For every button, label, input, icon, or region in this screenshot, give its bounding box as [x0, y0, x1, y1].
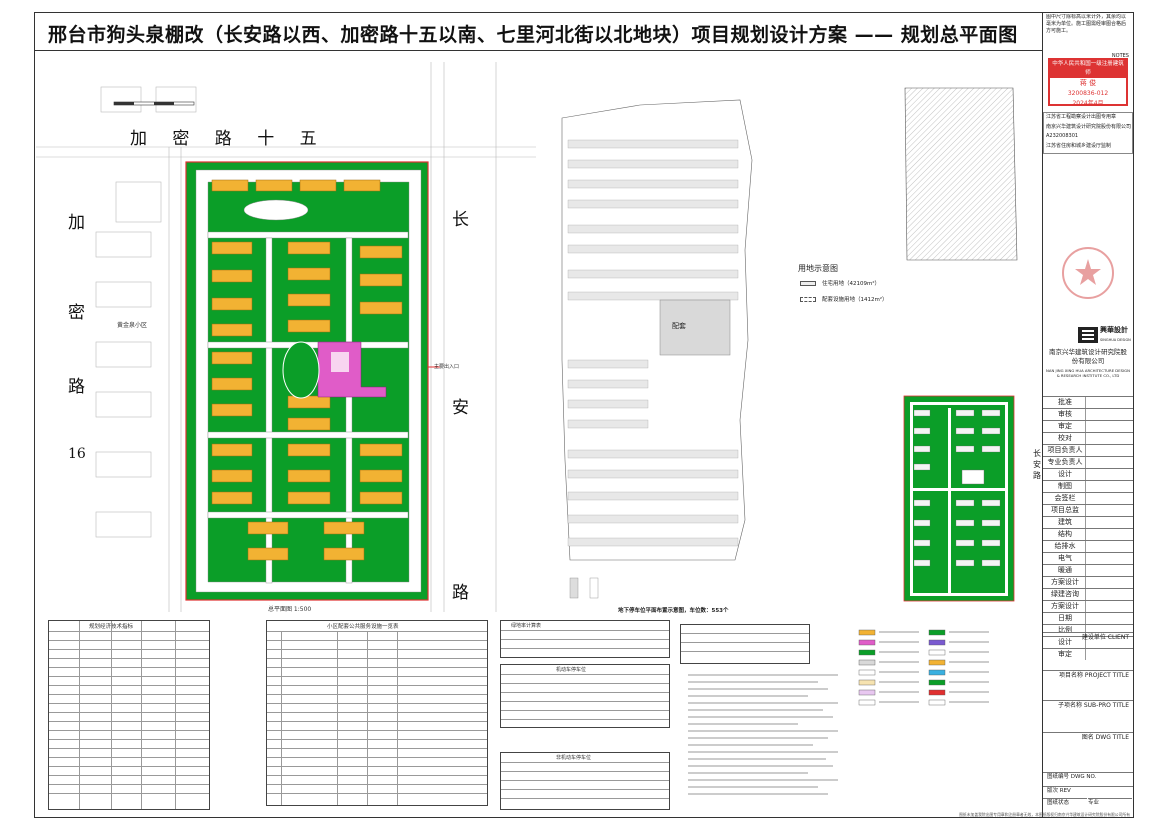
mini-road-label: 长安路	[1033, 449, 1041, 480]
road-label-west-3: 路	[68, 377, 85, 397]
stamp-heading: 中华人民共和国一级注册建筑师	[1050, 60, 1126, 78]
tb-row-scheme: 方案设计	[1043, 576, 1133, 588]
road-label-east-1: 长	[452, 210, 469, 230]
tb-row-green: 绿建咨询	[1043, 588, 1133, 600]
bike-parking-table: 非机动车停车位	[500, 752, 670, 810]
basement-legend-a	[569, 577, 579, 599]
tb-row-countersign: 会签栏	[1043, 492, 1133, 504]
tb-row-draw: 制图	[1043, 480, 1133, 492]
entrance-label: 主要出入口	[434, 364, 460, 370]
neighbor-label: 黄金泉小区	[117, 322, 148, 329]
scale-bar	[113, 101, 195, 106]
master-plan	[36, 62, 536, 612]
internal-roads	[195, 169, 422, 593]
subproject-label: 子项名称 SUB-PRO TITLE	[1043, 700, 1133, 732]
logo-subtext: SINGHUA DESIGN	[1100, 338, 1131, 342]
revision-label: 版次 REV	[1043, 786, 1133, 796]
tb-row-hvac: 暖通	[1043, 564, 1133, 576]
seal-icon	[1062, 247, 1114, 299]
context-lines	[36, 62, 536, 612]
cert-line-2: 南京兴华建筑设计研究院股份有限公司	[1046, 123, 1132, 130]
tb-row-design: 设计	[1043, 468, 1133, 480]
company-name: 南京兴华建筑设计研究院股份有限公司	[1049, 348, 1127, 365]
tb-row-review: 审核	[1043, 408, 1133, 420]
green-rate-table: 绿地率计算表	[500, 620, 670, 658]
green-table-title: 绿地率计算表	[511, 623, 542, 629]
site-legend-b: 配套设施用地（1412m²）	[822, 297, 888, 303]
drawing-number-label: 图纸编号 DWG NO.	[1043, 772, 1133, 782]
stamp-name: 蒋 俊	[1079, 79, 1097, 87]
page-title: 邢台市狗头泉棚改（长安路以西、加密路十五以南、七里河北街以北地块）项目规划设计方…	[48, 24, 1018, 46]
tb-row-director: 项目总监	[1043, 504, 1133, 516]
company-name-en: NAN JING XING HUA ARCHITECTURE DESIGN & …	[1046, 368, 1130, 378]
tb-row-check: 校对	[1043, 432, 1133, 444]
basement-legend-b	[589, 577, 599, 599]
tb-row-verify: 审定	[1043, 420, 1133, 432]
central-garden	[282, 341, 320, 399]
tb-row-verify-2: 审定	[1043, 648, 1133, 660]
tb-row-project-lead: 项目负责人	[1043, 444, 1133, 456]
stamp-number: 3200836-012	[1067, 90, 1109, 97]
cert-stamp: 江苏省工程勘察设计出图专用章 南京兴华建筑设计研究院股份有限公司 A232008…	[1043, 112, 1133, 154]
road-label-east-2: 安	[452, 398, 469, 418]
site-hatched-area	[904, 87, 1018, 261]
cert-line-1: 江苏省工程勘察设计出图专用章	[1046, 114, 1117, 120]
road-label-west-2: 密	[68, 303, 85, 323]
road-label-east-3: 路	[452, 583, 469, 603]
tb-row-scale: 比例	[1043, 624, 1133, 636]
site-legend-swatch-a	[800, 281, 816, 286]
master-plan-caption: 总平面图 1:500	[268, 606, 312, 613]
company-logo-icon	[1078, 327, 1098, 343]
plan-legend	[858, 629, 989, 706]
parking-table-title: 机动车停车位	[556, 667, 587, 673]
title-block-notice: 图中尺寸除标高以米计外，其余均以毫米为单位。施工图需经审图合格后方可施工。	[1046, 14, 1127, 34]
design-notes	[688, 674, 838, 795]
title-block	[1042, 12, 1134, 818]
facility-courtyard	[331, 352, 349, 372]
basement-plan	[561, 99, 753, 599]
architect-stamp: 中华人民共和国一级注册建筑师 蒋 俊 3200836-012 2024年4月	[1048, 58, 1128, 107]
discipline-label: 专业	[1088, 798, 1132, 808]
parking-table: 机动车停车位	[500, 664, 670, 728]
drawing-frame	[34, 12, 1134, 818]
ratio-table	[680, 624, 810, 664]
title-divider	[34, 50, 1042, 51]
mini-plan	[903, 395, 1015, 602]
residential-buildings	[211, 179, 403, 561]
tb-row-discipline-lead: 专业负责人	[1043, 456, 1133, 468]
parking-bays	[567, 139, 739, 547]
tb-row-electrical: 电气	[1043, 552, 1133, 564]
facilities-table-title: 小区配套公共服务设施一览表	[327, 624, 399, 630]
site-diagram	[904, 87, 1018, 261]
basement-room-label: 配套	[672, 322, 686, 330]
tb-row-architecture: 建筑	[1043, 516, 1133, 528]
basement-facility	[659, 299, 731, 356]
drawing-title-label: 图名 DWG TITLE	[1043, 732, 1133, 768]
bike-table-title: 非机动车停车位	[556, 755, 592, 761]
status-label: 图纸状态	[1043, 798, 1087, 808]
road-label-west-1: 加	[68, 213, 85, 233]
road-label-west-4: 16	[68, 446, 86, 462]
site-legend-a: 住宅用地（42109m²）	[822, 281, 881, 287]
tb-row-date: 日期	[1043, 612, 1133, 624]
logo-text: 興華設計	[1100, 326, 1128, 334]
public-facilities-table: 小区配套公共服务设施一览表	[266, 620, 488, 806]
tb-row-plumbing: 给排水	[1043, 540, 1133, 552]
project-title-label: 项目名称 PROJECT TITLE	[1043, 670, 1133, 700]
footer-note: 图纸未加盖我院出图专用章和注册章者无效，本图纸版权归南京兴华建筑设计研究院股份有…	[959, 812, 1130, 817]
road-label-north: 加 密 路 十 五	[130, 129, 327, 149]
client-label: 建设单位 CLIENT	[1043, 632, 1133, 642]
site-legend-title: 用地示意图	[798, 264, 838, 273]
basement-caption: 地下停车位平面布置示意图，车位数：553个	[618, 608, 729, 614]
economic-indicators-table: 规划经济技术指标	[48, 620, 210, 810]
title-block-notes: NOTES	[1111, 53, 1129, 59]
tb-row-approve: 批准	[1043, 396, 1133, 408]
tb-row-structure: 结构	[1043, 528, 1133, 540]
stamp-date: 2024年4月	[1072, 100, 1104, 107]
tb-row-scheme-2: 方案设计	[1043, 600, 1133, 612]
site-legend-swatch-b	[800, 297, 816, 302]
cert-line-4: 江苏省住房和城乡建设厅监制	[1046, 142, 1112, 149]
tb-row-design-2: 设计	[1043, 636, 1133, 648]
cert-line-3: A232008301	[1046, 133, 1079, 139]
